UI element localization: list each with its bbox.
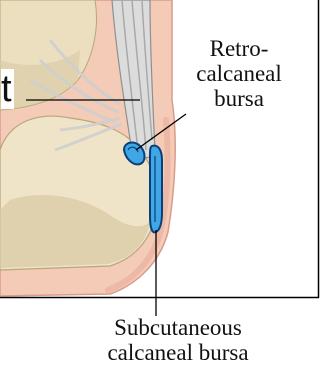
subcutaneous-bursa-label: Subcutaneous calcaneal bursa [48,315,308,365]
retrocalcaneal-bursa-label: Retro- calcaneal bursa [176,36,302,111]
retrocalcaneal-label-line-2: calcaneal [176,61,302,86]
subcutaneous-label-line-1: Subcutaneous [48,315,308,340]
retrocalcaneal-label-line-3: bursa [176,86,302,111]
subcutaneous-label-line-2: calcaneal bursa [48,340,308,365]
subcutaneous-bursa [150,146,162,233]
cut-off-label-text: t [1,69,14,109]
retrocalcaneal-label-line-1: Retro- [176,36,302,61]
